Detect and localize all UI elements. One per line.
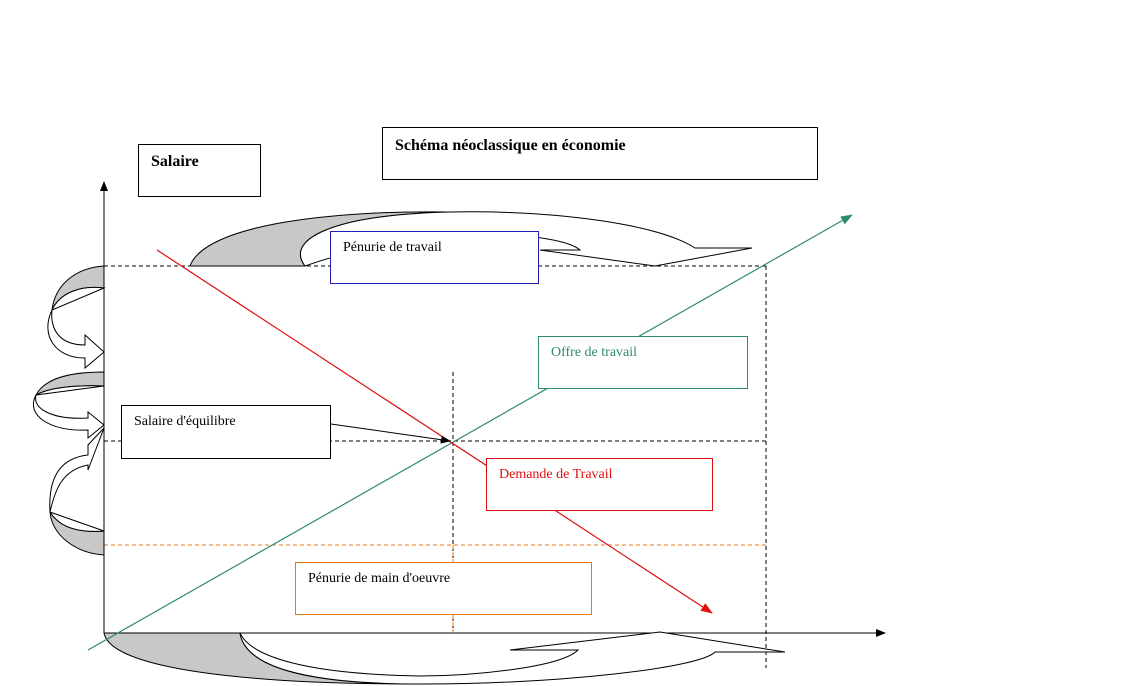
penurie-travail-label: Pénurie de travail — [343, 240, 442, 255]
salaire-equilibre-label: Salaire d'équilibre — [134, 414, 236, 429]
supply-line — [87, 214, 853, 651]
y-axis-label: Salaire — [151, 153, 199, 170]
penurie-main-oeuvre-label: Pénurie de main d'oeuvre — [308, 571, 451, 586]
equilibrium-callout-arrow — [330, 423, 451, 444]
offre-travail-label: Offre de travail — [551, 345, 638, 360]
left-middle-arrow — [33, 385, 105, 440]
diagram-title-box: Schéma néoclassique en économie — [382, 127, 818, 180]
left-lower-arrow — [49, 427, 105, 532]
diagram-title: Schéma néoclassique en économie — [395, 137, 626, 154]
penurie-main-oeuvre-box: Pénurie de main d'oeuvre — [295, 562, 592, 615]
left-upper-arrow — [47, 286, 106, 370]
demande-travail-box: Demande de Travail — [486, 458, 713, 511]
y-axis-label-box: Salaire — [138, 144, 261, 197]
penurie-travail-box: Pénurie de travail — [330, 231, 539, 284]
bottom-curved-arrow — [239, 631, 786, 685]
salaire-equilibre-box: Salaire d'équilibre — [121, 405, 331, 459]
demand-line — [156, 249, 713, 614]
offre-travail-box: Offre de travail — [538, 336, 748, 389]
demande-travail-label: Demande de Travail — [499, 467, 613, 482]
